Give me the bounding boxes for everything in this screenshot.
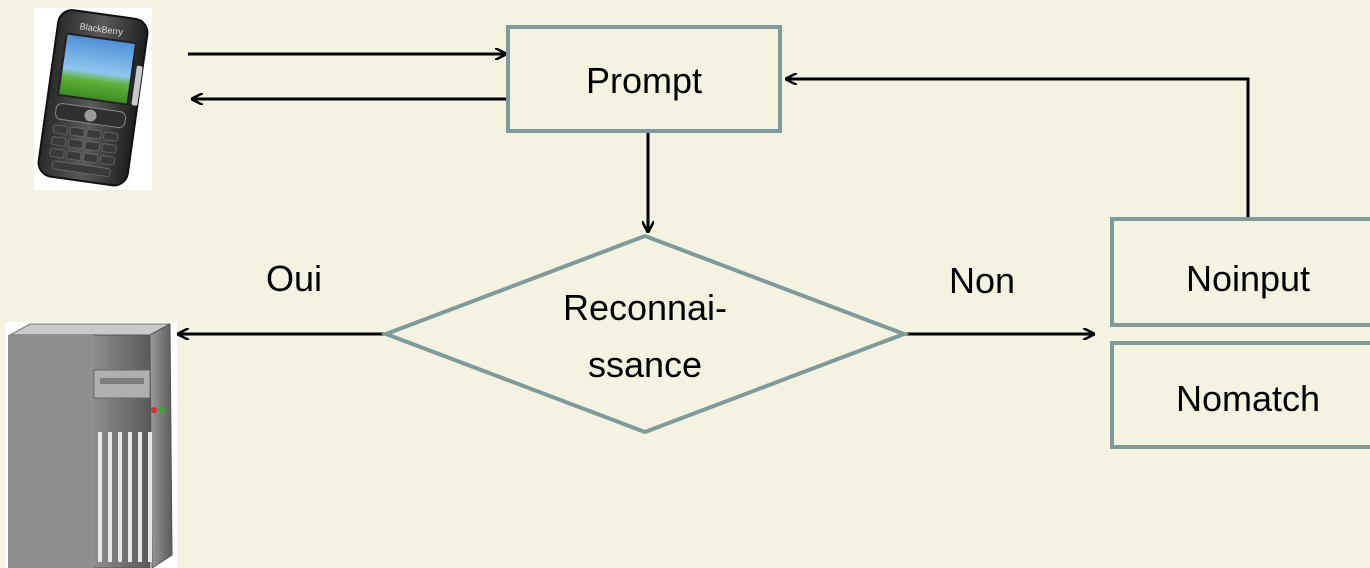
server-tower-icon (5, 322, 177, 568)
recognition-label-line2: ssance (588, 344, 702, 385)
recognition-decision-node: Reconnai- ssance (380, 233, 910, 435)
prompt-node: Prompt (506, 25, 782, 133)
edge-label-yes: Oui (266, 258, 322, 299)
smartphone-icon: BlackBerry (34, 8, 152, 190)
nomatch-node: Nomatch (1110, 341, 1370, 449)
nomatch-label: Nomatch (1176, 378, 1320, 419)
noinput-label: Noinput (1186, 258, 1310, 299)
prompt-label: Prompt (586, 60, 702, 101)
noinput-node: Noinput (1110, 217, 1370, 327)
edge-label-no: Non (949, 260, 1015, 301)
edge-error-to-prompt (786, 79, 1250, 219)
recognition-label-line1: Reconnai- (563, 287, 727, 328)
